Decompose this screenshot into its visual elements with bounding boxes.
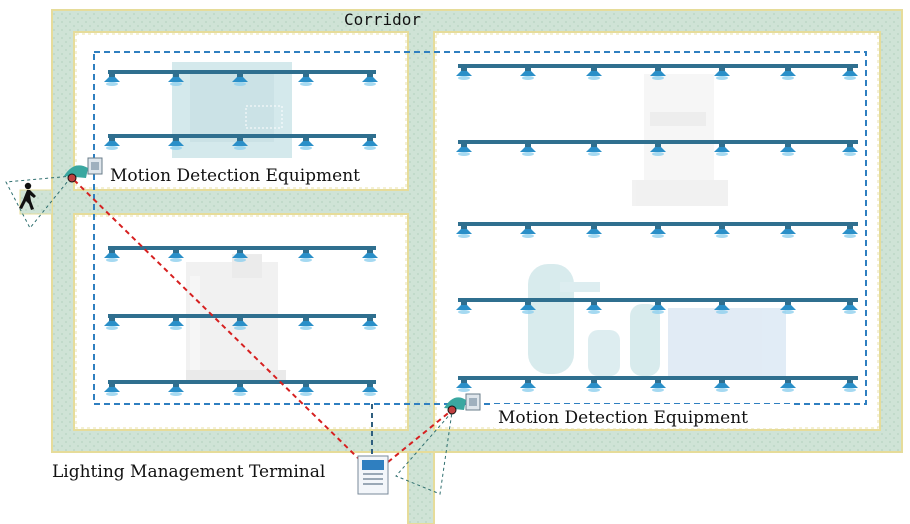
detection-cone-left — [5, 175, 74, 229]
wireless-link-left — [73, 179, 361, 461]
light-fixture-icon — [298, 318, 314, 330]
light-fixture-icon — [714, 302, 730, 314]
light-fixture-icon — [104, 384, 120, 396]
light-row — [104, 246, 378, 262]
light-fixture-icon — [456, 68, 472, 80]
motion-equipment-label-1: Motion Detection Equipment — [110, 166, 360, 186]
light-fixture-icon — [362, 318, 378, 330]
motion-sensor-icon — [64, 157, 103, 183]
light-fixture-icon — [780, 226, 796, 238]
light-row — [456, 222, 858, 238]
light-fixture-icon — [104, 74, 120, 86]
terminal-label: Lighting Management Terminal — [52, 462, 325, 482]
light-fixture-icon — [842, 226, 858, 238]
walking-person-icon — [19, 182, 36, 210]
light-row — [456, 376, 858, 392]
light-rows-right — [456, 64, 858, 392]
light-fixture-icon — [362, 74, 378, 86]
light-fixture-icon — [520, 144, 536, 156]
light-fixture-icon — [520, 380, 536, 392]
wireless-link-right — [387, 409, 453, 463]
light-row — [456, 64, 858, 80]
light-fixture-icon — [362, 138, 378, 150]
corridor — [19, 9, 903, 524]
light-fixture-icon — [168, 318, 184, 330]
light-row — [104, 380, 378, 396]
light-fixture-icon — [456, 380, 472, 392]
motion-equipment-label-2: Motion Detection Equipment — [498, 408, 748, 428]
light-row — [104, 70, 378, 86]
light-fixture-icon — [714, 380, 730, 392]
corridor-label: Corridor — [344, 10, 421, 29]
light-fixture-icon — [586, 68, 602, 80]
light-fixture-icon — [650, 68, 666, 80]
light-fixture-icon — [456, 144, 472, 156]
light-rows-left — [104, 70, 378, 396]
terminal-cabinet-icon — [357, 455, 389, 495]
light-fixture-icon — [520, 226, 536, 238]
machine-ghost-icon — [528, 264, 786, 378]
control-bus-dashed — [93, 51, 867, 405]
light-fixture-icon — [650, 226, 666, 238]
light-fixture-icon — [842, 68, 858, 80]
light-row — [456, 298, 858, 314]
detection-cone-right — [395, 410, 453, 495]
light-fixture-icon — [362, 384, 378, 396]
light-fixture-icon — [714, 68, 730, 80]
light-row — [104, 314, 378, 330]
light-fixture-icon — [842, 302, 858, 314]
light-fixture-icon — [298, 74, 314, 86]
light-fixture-icon — [780, 380, 796, 392]
light-fixture-icon — [780, 144, 796, 156]
light-fixture-icon — [456, 302, 472, 314]
light-fixture-icon — [298, 384, 314, 396]
motion-sensor-icon — [444, 393, 481, 415]
light-fixture-icon — [298, 138, 314, 150]
light-fixture-icon — [232, 384, 248, 396]
light-fixture-icon — [842, 144, 858, 156]
light-fixture-icon — [362, 250, 378, 262]
light-fixture-icon — [714, 144, 730, 156]
light-fixture-icon — [104, 318, 120, 330]
light-fixture-icon — [586, 380, 602, 392]
light-row — [104, 134, 378, 150]
machine-ghost-icon — [172, 62, 292, 158]
light-row — [456, 140, 858, 156]
light-fixture-icon — [842, 380, 858, 392]
light-fixture-icon — [168, 384, 184, 396]
light-fixture-icon — [232, 250, 248, 262]
light-fixture-icon — [168, 250, 184, 262]
light-fixture-icon — [104, 138, 120, 150]
light-fixture-icon — [650, 302, 666, 314]
light-fixture-icon — [456, 226, 472, 238]
light-fixture-icon — [780, 302, 796, 314]
light-fixture-icon — [714, 226, 730, 238]
light-fixture-icon — [586, 226, 602, 238]
light-fixture-icon — [298, 250, 314, 262]
light-fixture-icon — [520, 68, 536, 80]
light-fixture-icon — [586, 302, 602, 314]
light-fixture-icon — [780, 68, 796, 80]
machine-ghost-icon — [632, 74, 728, 206]
light-fixture-icon — [586, 144, 602, 156]
light-fixture-icon — [650, 380, 666, 392]
light-fixture-icon — [104, 250, 120, 262]
